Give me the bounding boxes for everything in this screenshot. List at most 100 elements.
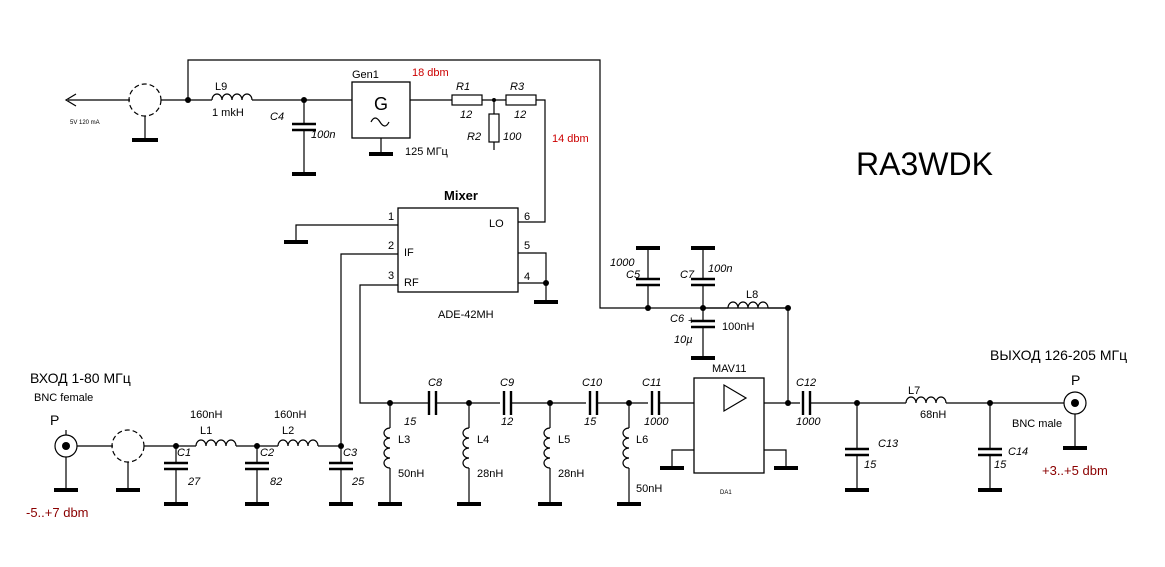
inductor-L3: 15 L3 50nH: [378, 403, 424, 506]
L1-ref: L1: [200, 425, 212, 437]
C2-value: 82: [270, 476, 282, 488]
L1-value: 160nH: [190, 409, 222, 421]
inductor-L1: 160nH L1: [190, 409, 237, 447]
R2-ref: R2: [467, 131, 481, 143]
C1-value: 27: [187, 476, 201, 488]
C12-value: 1000: [796, 416, 821, 428]
C8-side-value: 15: [404, 416, 417, 428]
amp-name: MAV11: [712, 363, 746, 375]
C7-ref: C7: [680, 269, 695, 281]
resistor-R3: R3 12: [505, 81, 537, 121]
R3-ref: R3: [510, 81, 525, 93]
L6-value: 50nH: [636, 483, 662, 495]
output-title: ВЫХОД 126-205 МГц: [990, 347, 1127, 363]
L8-value: 100nH: [722, 321, 754, 333]
L7-ref: L7: [908, 385, 920, 397]
pin-6: 6: [524, 211, 530, 223]
L3-ref: L3: [398, 434, 410, 446]
capacitor-C3: C3 25: [329, 446, 365, 506]
C11-ref: C11: [642, 377, 661, 389]
C13-ref: C13: [878, 438, 899, 450]
amplifier-mav11: MAV11 DA1: [660, 363, 798, 496]
lo-level: 14 dbm: [552, 133, 589, 145]
pin-3: 3: [388, 270, 394, 282]
capacitor-C5: 1000 C5: [610, 246, 660, 308]
C1-ref: C1: [177, 447, 191, 459]
output-level: +3..+5 dbm: [1042, 463, 1108, 478]
capacitor-C14: C14 15: [978, 403, 1028, 492]
C14-value: 15: [994, 459, 1007, 471]
mixer-port-if: IF: [404, 247, 414, 259]
resistor-R2: R2 100: [467, 100, 522, 150]
input-level: -5..+7 dbm: [26, 505, 89, 520]
L9-ref: L9: [215, 81, 227, 93]
capacitor-C10: C10 15: [582, 377, 603, 428]
inductor-L4: L4 28nH: [457, 403, 503, 506]
if-line: [340, 253, 398, 446]
gen-level: 18 dbm: [412, 67, 449, 79]
R2-value: 100: [503, 131, 522, 143]
rf-line: [359, 284, 428, 404]
pin-2: 2: [388, 240, 394, 252]
mixer: Mixer ADE-42MH LO IF RF 1 2 3 4 5 6: [388, 188, 530, 321]
C9-value: 12: [501, 416, 513, 428]
output-connector: ВЫХОД 126-205 МГц P BNC male +3..+5 dbm: [990, 347, 1127, 478]
C12-ref: C12: [796, 377, 816, 389]
C6-value: 10µ: [674, 334, 693, 346]
resistor-R1: R1 12: [451, 81, 483, 121]
L4-ref: L4: [477, 434, 489, 446]
amp-ref: DA1: [720, 490, 732, 496]
capacitor-C4: C4 100n: [270, 100, 335, 176]
C3-value: 25: [351, 476, 365, 488]
inductor-L6: L6 50nH: [617, 403, 662, 506]
capacitor-C1: C1 27: [164, 446, 201, 506]
C6-polarity: +: [688, 315, 694, 327]
input-connector-type: BNC female: [34, 392, 93, 404]
C6-ref: C6: [670, 313, 685, 325]
input-port: P: [50, 412, 59, 428]
input-connector: ВХОД 1-80 МГц BNC female P -5..+7 dbm: [26, 370, 131, 520]
amplifier-triangle-icon: [723, 383, 748, 413]
capacitor-C12: C12 1000: [796, 377, 821, 428]
capacitor-C2: C2 82: [245, 446, 282, 506]
C9-ref: C9: [500, 377, 514, 389]
C2-ref: C2: [260, 447, 274, 459]
L8-ref: L8: [746, 289, 758, 301]
C5-value: 1000: [610, 257, 635, 269]
mixer-model: ADE-42MH: [438, 309, 494, 321]
mixer-port-lo: LO: [489, 218, 504, 230]
C4-value: 100n: [311, 129, 335, 141]
supply-rail: [187, 59, 788, 309]
L2-ref: L2: [282, 425, 294, 437]
C13-value: 15: [864, 459, 877, 471]
lo-feed: [518, 99, 546, 223]
C10-value: 15: [584, 416, 597, 428]
gen-symbol: G: [374, 94, 388, 114]
capacitor-C11: C11 1000: [642, 377, 669, 428]
gen-freq: 125 МГц: [405, 146, 449, 158]
L9-value: 1 mkH: [212, 107, 244, 119]
inductor-L8: L8 100nH: [703, 289, 769, 333]
C5-ref: C5: [626, 269, 641, 281]
C10-ref: C10: [582, 377, 603, 389]
output-port: P: [1071, 372, 1080, 388]
generator-gen1: Gen1 G 125 МГц 18 dbm: [351, 67, 449, 158]
power-label: 5V 120 mA: [70, 120, 100, 126]
mixer-port-rf: RF: [404, 277, 419, 289]
power-input: 5V 120 mA: [64, 83, 212, 142]
C11-value: 1000: [644, 416, 669, 428]
sine-icon: [370, 117, 390, 127]
inductor-L5: L5 28nH: [538, 403, 584, 506]
L4-value: 28nH: [477, 468, 503, 480]
gen-name: Gen1: [352, 69, 379, 81]
pin-1: 1: [388, 211, 394, 223]
L6-ref: L6: [636, 434, 648, 446]
inductor-L9: L9 1 mkH: [211, 81, 253, 119]
pin-4: 4: [524, 271, 530, 283]
C4-ref: C4: [270, 111, 284, 123]
input-title: ВХОД 1-80 МГц: [30, 370, 131, 386]
L2-value: 160nH: [274, 409, 306, 421]
L3-value: 50nH: [398, 468, 424, 480]
output-connector-type: BNC male: [1012, 418, 1062, 430]
